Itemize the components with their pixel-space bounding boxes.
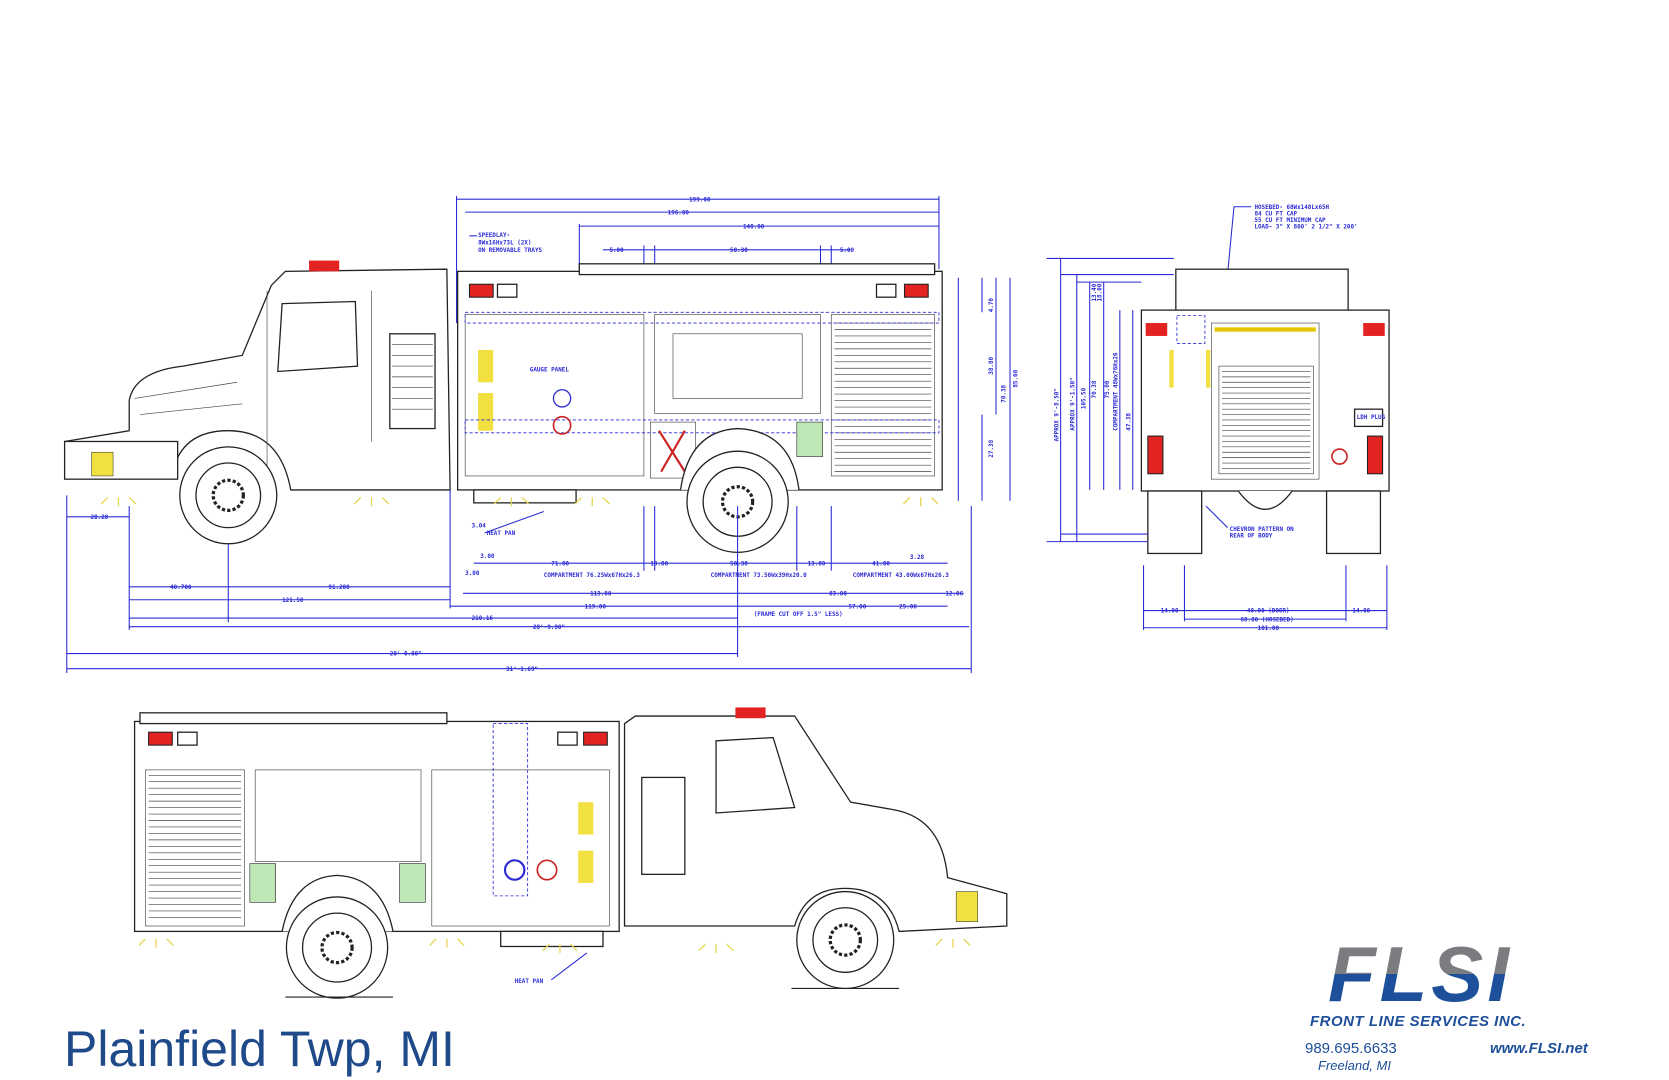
dim-label: 28'-9.90"	[533, 625, 565, 631]
dim-label: 58.38	[730, 248, 748, 254]
dim-label: 14.00	[1352, 609, 1370, 615]
rear-wheel	[686, 450, 789, 554]
dim-label: 121.50	[282, 598, 304, 604]
dim-label: 14.00	[1161, 609, 1179, 615]
emergency-light	[309, 260, 340, 272]
dim-label: 68.80 (HOSEBED)	[1240, 617, 1293, 623]
dim-label: 25.06	[899, 604, 917, 610]
dim-label: 199.00	[689, 197, 711, 203]
gauge-panel-label: GAUGE PANEL	[530, 367, 570, 373]
dim-label: 40.700	[170, 585, 192, 591]
dim-label: 3.00	[465, 571, 480, 577]
dim-label: 70.38	[1002, 384, 1008, 402]
dim-label: 27.38	[989, 439, 995, 457]
dim-label: 71.80	[551, 561, 569, 567]
dim-label: 41.80	[872, 561, 890, 567]
logo-mark: FLSI	[1328, 935, 1630, 1013]
bottom-dimensions: HEAT PAN 3.04 3.00 3.00 71.80 13.80 58.3…	[66, 489, 972, 673]
hosebed-note: LOAD- 3" X 800' 2 1/2" X 200'	[1254, 224, 1357, 230]
chevron-note: REAR OF BODY	[1230, 533, 1273, 539]
dim-label: 70.38	[1092, 380, 1098, 398]
hosebed-note: HOSEBED- 68Wx148Lx65H	[1254, 205, 1329, 211]
dim-label: 38.80	[989, 356, 995, 374]
front-wheel	[179, 446, 278, 545]
frame-note: (FRAME CUT OFF 1.5" LESS)	[754, 612, 843, 618]
hosebed-note: 55 CU FT MINIMUM CAP	[1254, 218, 1326, 224]
dim-label: 3.04	[472, 524, 487, 530]
page-title: Plainfield Twp, MI	[64, 1021, 455, 1077]
dim-label: APPROX 9'-1.50"	[1071, 377, 1077, 430]
dim-label: 13.40	[1092, 283, 1098, 301]
top-dimensions: 199.00 196.00 148.00 5.00 58.38 5.00 SPE…	[456, 195, 940, 324]
emergency-light	[735, 707, 766, 719]
dim-label: 3.28	[910, 555, 925, 561]
chevron-note: CHEVRON PATTERN ON	[1230, 527, 1294, 533]
dim-label: 47.38	[1127, 412, 1133, 430]
dim-label: 105.50	[1081, 387, 1087, 409]
dim-label: 18.00	[1098, 283, 1104, 301]
city-label: Freeland, MI	[1318, 1058, 1391, 1073]
website-link[interactable]: www.FLSI.net	[1490, 1040, 1588, 1057]
dim-label: 5.00	[840, 248, 855, 254]
dim-label: 28.28	[90, 515, 108, 521]
compartment-label: COMPARTMENT 43.00Wx67Hx26.3	[853, 573, 949, 579]
hosebed-note: 84 CU FT CAP	[1254, 211, 1297, 217]
rear-wheel	[285, 896, 389, 999]
dim-label: 83.08	[829, 591, 847, 597]
dim-label: 196.00	[668, 210, 690, 216]
dim-label: 75.00	[1105, 380, 1111, 398]
phone-number: 989.695.6633	[1305, 1040, 1397, 1057]
right-dimensions: 4.70 38.80 70.38 85.00 27.38	[957, 277, 1020, 501]
company-name: FRONT LINE SERVICES INC.	[1310, 1013, 1527, 1030]
dim-label: 119.80	[585, 604, 607, 610]
heat-pan-label: HEAT PAN	[515, 979, 544, 985]
dim-label: 91.280	[328, 585, 350, 591]
overall-length-label: 31'-1.69"	[506, 667, 538, 673]
dim-label: 12.06	[945, 591, 963, 597]
speedlay-note: SPEEDLAY-	[478, 233, 510, 239]
dim-label: 148.00	[743, 224, 765, 230]
side-view-driver: 199.00 196.00 148.00 5.00 58.38 5.00 SPE…	[63, 195, 1020, 673]
dim-label: 101.00	[1258, 626, 1280, 632]
dim-label: 113.80	[590, 591, 612, 597]
dim-label: 13.80	[808, 561, 826, 567]
ldh-placard: LDH PLUG	[1357, 415, 1386, 421]
dim-label: 3.00	[480, 554, 495, 560]
front-wheel	[796, 890, 895, 990]
dim-label: 13.80	[650, 561, 668, 567]
dim-label: 57.00	[848, 604, 866, 610]
marker-light	[91, 451, 114, 477]
heat-pan-label: HEAT PAN	[487, 531, 516, 537]
compartment-label: COMPARTMENT 48Wx76Hx26	[1114, 352, 1120, 431]
dim-label: 58.38	[730, 561, 748, 567]
rear-view: HOSEBED- 68Wx148Lx65H 84 CU FT CAP 55 CU…	[1046, 205, 1390, 632]
side-view-officer: HEAT PAN	[133, 707, 1008, 999]
compartment-label: COMPARTMENT 73.50Wx39Hx20.0	[711, 573, 807, 579]
compartment-label: COMPARTMENT 76.25Wx67Hx26.3	[544, 573, 640, 579]
dim-label: 5.00	[609, 248, 624, 254]
flsi-logo: FLSI FRONT LINE SERVICES INC.	[1300, 935, 1630, 1030]
dim-label: 210.16	[472, 616, 494, 622]
dim-label: APPROX 9'-8.50"	[1054, 388, 1060, 441]
dim-label: 20'-0.00"	[390, 652, 422, 658]
speedlay-note: 8Wx16Hx73L (2X)	[478, 240, 531, 246]
dim-label: 40.00 (DOOR)	[1247, 609, 1290, 615]
dim-label: 85.00	[1014, 369, 1020, 387]
dim-label: 4.70	[989, 298, 995, 313]
speedlay-note: ON REMOVABLE TRAYS	[478, 248, 542, 254]
